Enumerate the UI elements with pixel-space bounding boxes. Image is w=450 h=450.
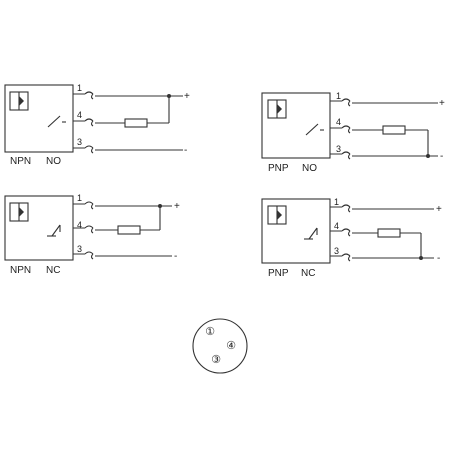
sensor-icon [267, 205, 287, 225]
pin-4-contact [330, 228, 351, 237]
pin-3-label: 3 [77, 244, 82, 254]
sensor-icon [267, 99, 287, 119]
connector-pin-4: ④ [226, 340, 236, 352]
sensor-box [261, 198, 331, 264]
pin-4-label: 4 [77, 110, 82, 120]
plus-label: + [184, 91, 190, 102]
pin-4-contact [73, 225, 94, 234]
type-label: NPN [10, 156, 31, 167]
connector-pinout: ① ④ ③ [192, 318, 248, 374]
switch-closed-icon [304, 227, 318, 240]
junction-dot [158, 204, 162, 208]
connector-pin-1: ① [205, 326, 215, 338]
pin-1-contact [330, 98, 351, 107]
pin-3-label: 3 [336, 144, 341, 154]
pin-4-label: 4 [336, 117, 341, 127]
plus-label: + [174, 201, 180, 212]
connector-circle [192, 318, 248, 374]
resistor-icon [124, 118, 148, 128]
pin-3-contact [73, 145, 94, 154]
pin-1-contact [73, 91, 94, 100]
pin-1-label: 1 [334, 197, 339, 207]
contact-label: NO [46, 156, 61, 167]
minus-label: - [174, 251, 177, 262]
type-label: PNP [268, 268, 289, 279]
pin-1-contact [330, 204, 351, 213]
contact-label: NO [302, 163, 317, 174]
pin-3-contact [330, 253, 351, 262]
pin-1-label: 1 [77, 83, 82, 93]
sensor-box [4, 84, 74, 153]
resistor-icon [382, 125, 406, 135]
contact-label: NC [301, 268, 315, 279]
switch-open-icon [47, 115, 66, 128]
resistor-icon [377, 228, 401, 238]
pin-4-contact [330, 125, 351, 134]
pin-4-label: 4 [334, 221, 339, 231]
minus-label: - [437, 253, 440, 264]
pin-4-label: 4 [77, 220, 82, 230]
pin-1-contact [73, 201, 94, 210]
connector-pin-3: ③ [211, 354, 221, 366]
junction-dot [167, 94, 171, 98]
sensor-icon [9, 202, 29, 222]
switch-open-icon [305, 123, 324, 136]
diagram-pnp-no: PNP NO 1 + 4 3 - [261, 91, 445, 174]
contact-label: NC [46, 265, 60, 276]
minus-label: - [440, 151, 443, 162]
pin-3-label: 3 [77, 137, 82, 147]
minus-label: - [184, 145, 187, 156]
diagram-npn-no: NPN NO 1 4 + 3 - [4, 83, 190, 167]
pin-3-contact [73, 251, 94, 260]
pin-4-contact [73, 118, 94, 127]
pin-3-label: 3 [334, 246, 339, 256]
pin-1-label: 1 [77, 193, 82, 203]
sensor-box [261, 92, 331, 159]
pin-3-contact [330, 151, 351, 160]
type-label: NPN [10, 265, 31, 276]
diagram-npn-nc: NPN NC 1 + 4 3 - [4, 193, 180, 276]
diagram-pnp-nc: PNP NC 1 + 4 3 - [261, 197, 442, 279]
pin-1-label: 1 [336, 91, 341, 101]
type-label: PNP [268, 163, 289, 174]
sensor-box [4, 195, 74, 261]
sensor-icon [9, 91, 29, 111]
switch-closed-icon [47, 224, 61, 237]
plus-label: + [439, 98, 445, 109]
resistor-icon [117, 225, 141, 235]
plus-label: + [436, 204, 442, 215]
